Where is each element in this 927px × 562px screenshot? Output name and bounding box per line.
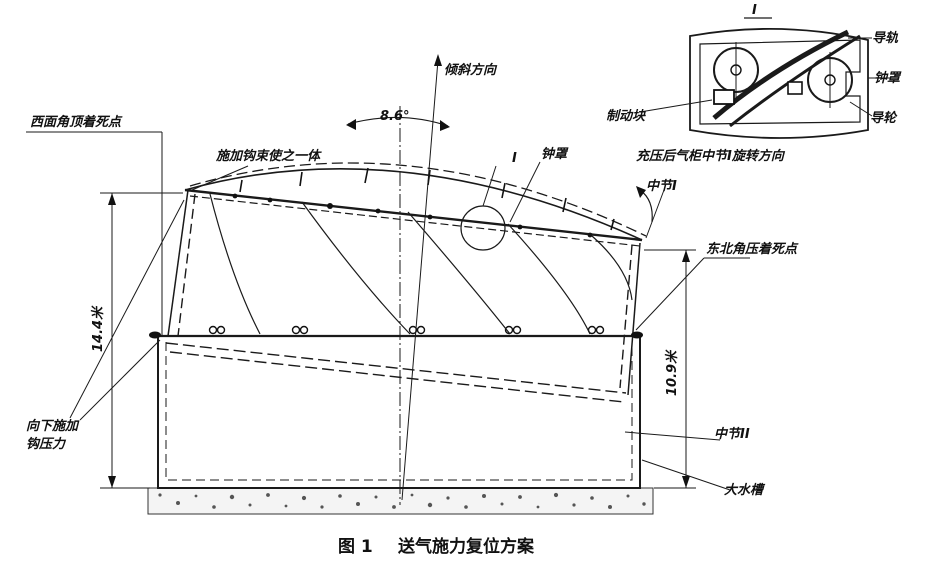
label-middle-section-1: 中节I <box>646 178 677 194</box>
detail-circle <box>460 165 506 251</box>
label-bell-cover: 钟罩 <box>541 146 569 162</box>
figure-caption: 图 1 送气施力复位方案 <box>338 536 535 557</box>
label-downward-hook-1: 向下施加 <box>26 418 80 434</box>
label-brake-block: 制动块 <box>606 108 646 124</box>
inset-guide-wheel <box>713 42 853 108</box>
label-top-corner-dead-point: 西面角顶着死点 <box>30 114 123 130</box>
label-apply-hook: 施加钩束使之一体 <box>215 148 322 164</box>
labels: 西面角顶着死点 倾斜方向 8.6° 施加钩束使之一体 I 钟罩 中节I 东北角压… <box>26 3 902 498</box>
label-detail-mark: I <box>512 151 517 166</box>
bell-cover <box>184 162 647 335</box>
label-water-tank: 大水槽 <box>724 482 766 498</box>
label-guide-rail: 导轨 <box>872 30 899 46</box>
label-angle: 8.6° <box>380 109 410 124</box>
label-northeast-dead-point: 东北角压着死点 <box>706 241 799 257</box>
label-inset-mark: I <box>752 3 757 18</box>
caption-figure-number: 图 1 <box>338 537 373 557</box>
label-height-left: 14.4米 <box>90 305 106 352</box>
dimension-right <box>644 249 696 489</box>
label-inset-bell-cover: 钟罩 <box>874 70 902 86</box>
caption-title: 送气施力复位方案 <box>398 536 535 557</box>
dimension-left <box>100 192 183 489</box>
label-height-right: 10.9米 <box>664 349 680 396</box>
tilt-direction-indicator <box>346 54 450 505</box>
label-downward-hook-2: 钩压力 <box>26 436 67 452</box>
label-inflation-direction: 充压后气柜中节I旋转方向 <box>636 148 786 164</box>
label-guide-wheel: 导轮 <box>870 110 898 126</box>
leader-lines <box>26 131 750 491</box>
water-tank <box>157 335 641 489</box>
middle-section-1 <box>149 189 643 403</box>
label-tilt-direction: 倾斜方向 <box>444 62 498 78</box>
label-middle-section-2: 中节II <box>714 426 750 442</box>
inset-detail <box>639 17 890 139</box>
